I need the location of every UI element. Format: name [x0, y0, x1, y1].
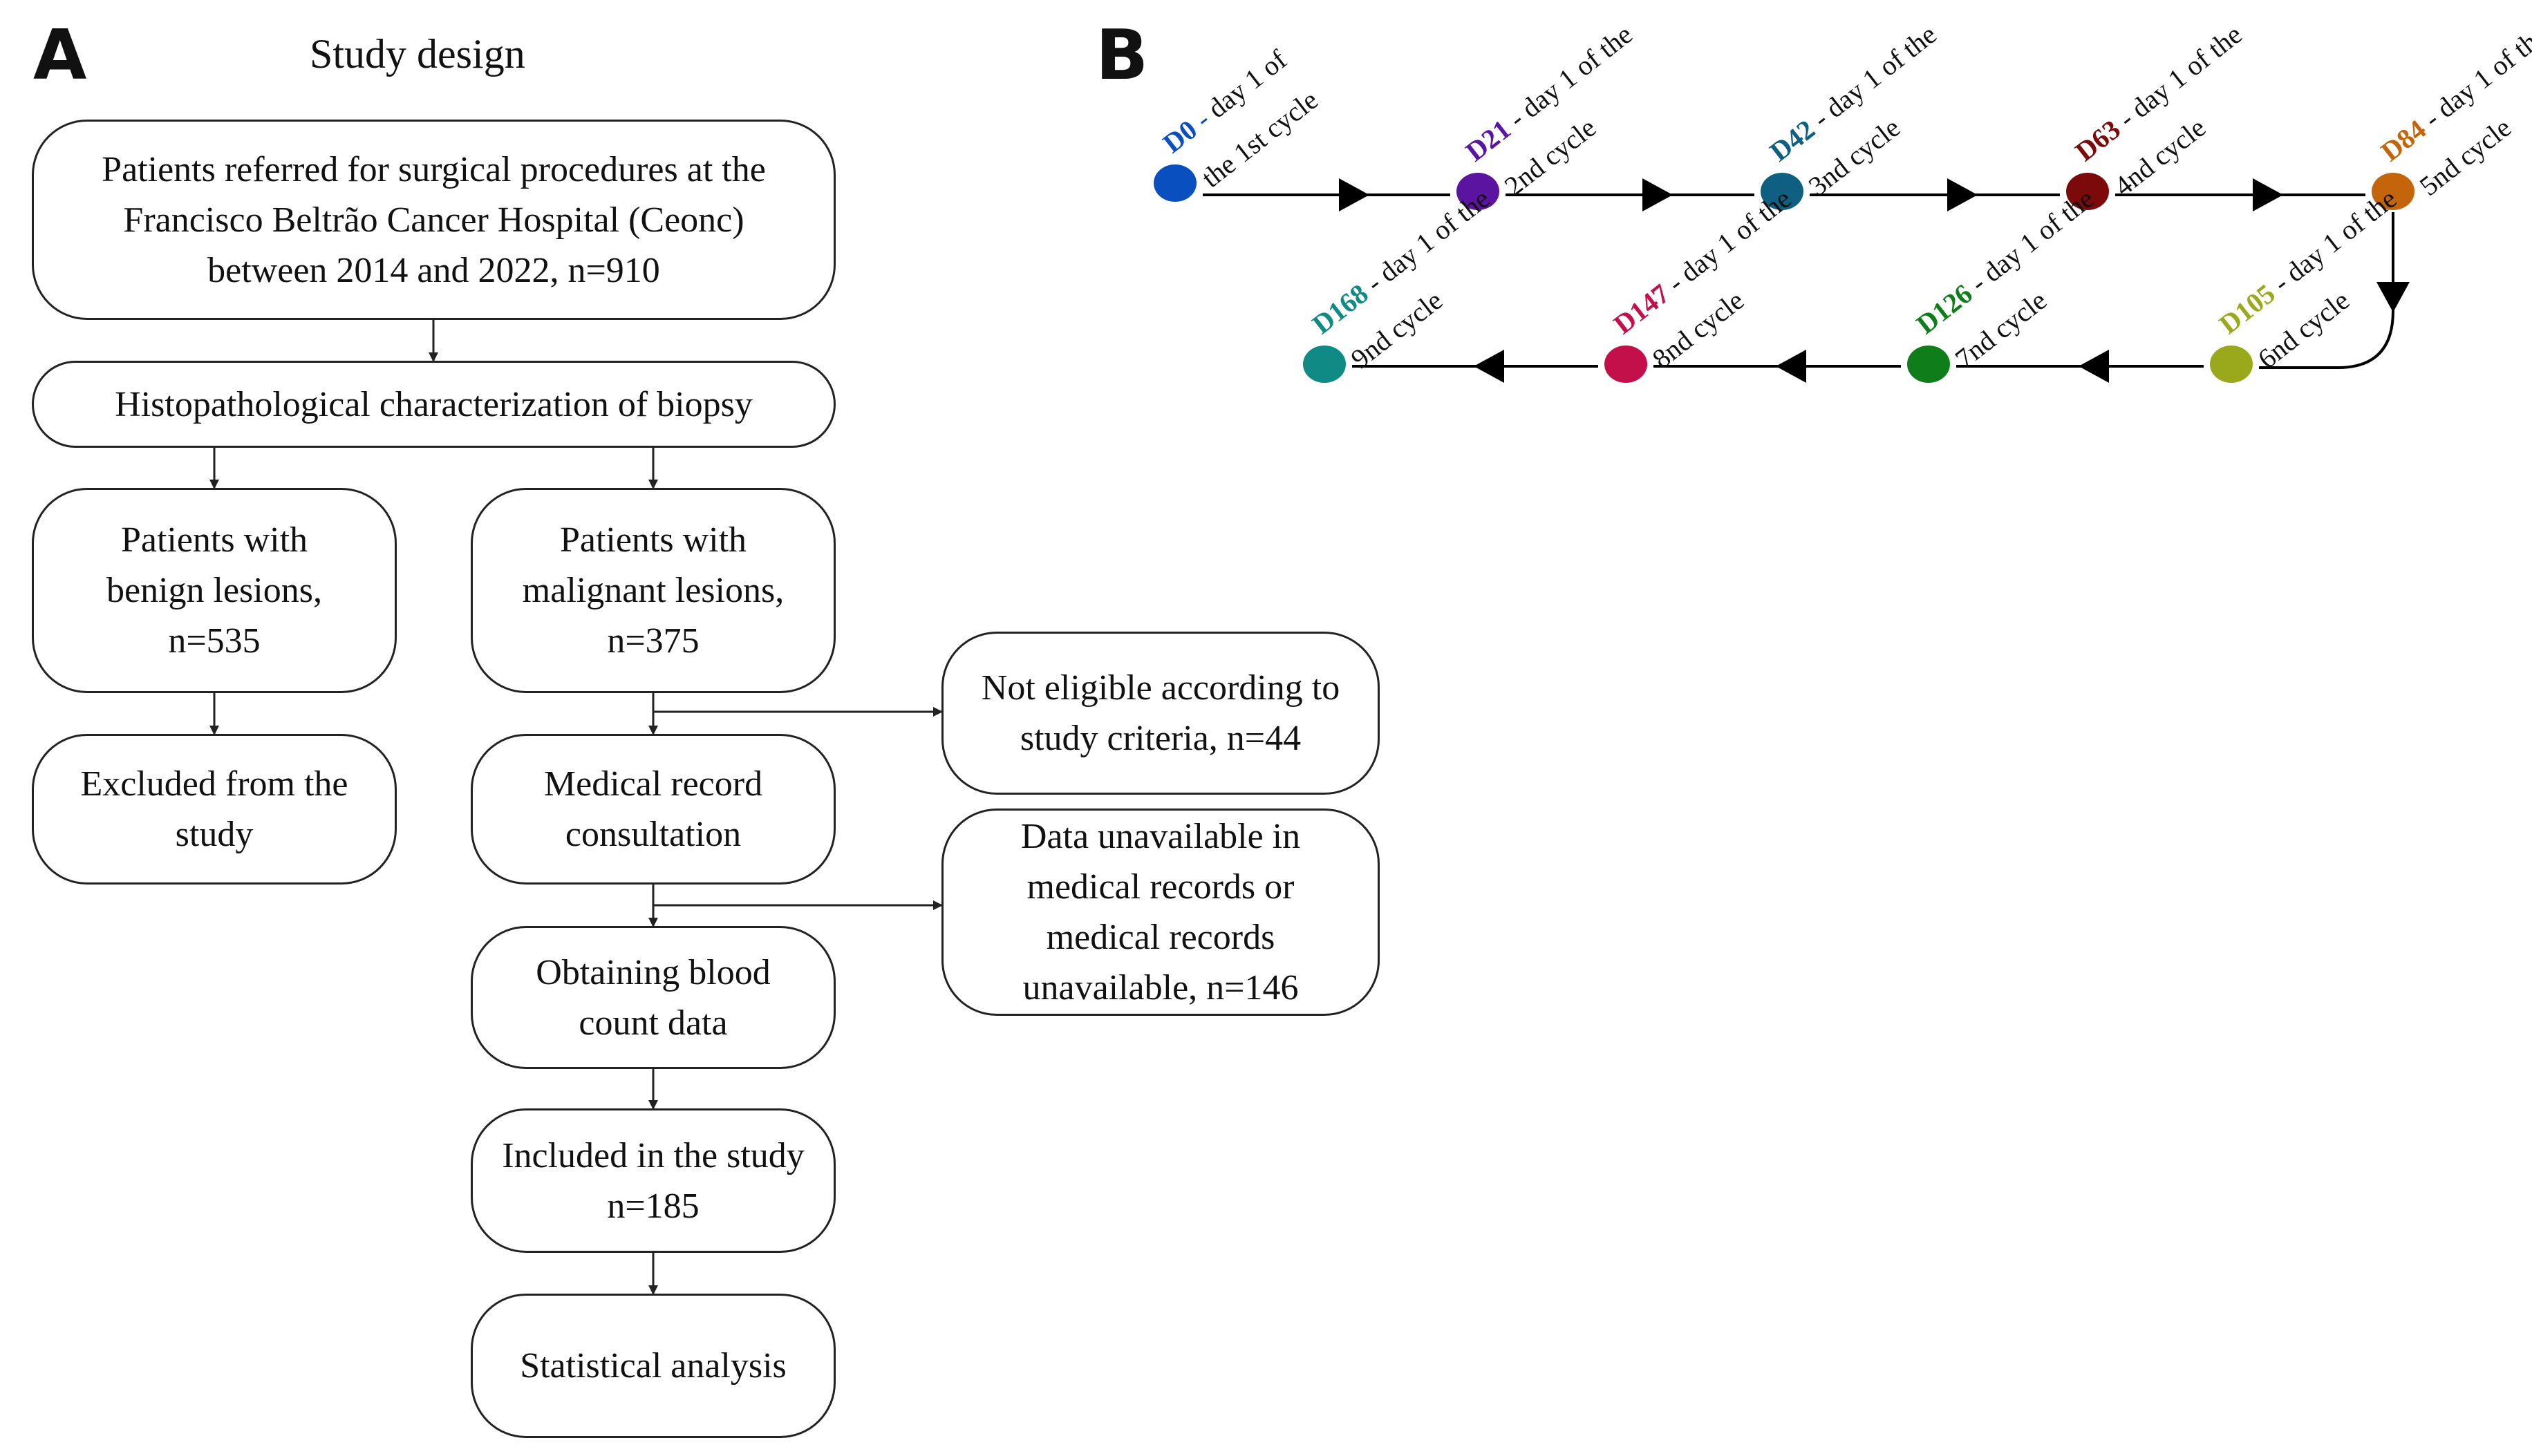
timeline-arrow-right	[1339, 178, 1369, 211]
timeline-node-d21	[1456, 173, 1499, 210]
box-referred-patients: Patients referred for surgical procedure…	[32, 120, 836, 320]
box-not-eligible-text: Not eligible according to study criteria…	[981, 668, 1340, 758]
timeline-line1: day 1 of the	[1819, 19, 1942, 124]
box-data-unavailable: Data unavailable in medical records or m…	[941, 809, 1380, 1016]
timeline-node-d84	[2372, 173, 2414, 210]
box-statistical-analysis: Statistical analysis	[471, 1294, 836, 1438]
timeline-arrow-left	[2079, 350, 2109, 383]
timeline-node-d126	[1907, 346, 1950, 383]
box-medical-record-text: Medical record consultation	[543, 764, 763, 854]
timeline-node-d42	[1761, 173, 1803, 210]
timeline-arrow-left	[1474, 350, 1504, 383]
timeline-label-d84: D84 - day 1 of the	[2375, 19, 2532, 167]
panel-a-letter: A	[33, 15, 87, 95]
box-blood-count-text: Obtaining blood count data	[536, 952, 771, 1043]
timeline-arrow-down	[2376, 282, 2410, 312]
box-blood-count: Obtaining blood count data	[471, 926, 836, 1069]
timeline-node-d0	[1154, 164, 1197, 202]
timeline-turn-connector	[2259, 212, 2394, 369]
panel-a-title: Study design	[310, 31, 525, 77]
box-histopathological: Histopathological characterization of bi…	[32, 361, 836, 448]
box-histopathological-text: Histopathological characterization of bi…	[115, 384, 753, 424]
box-included-text: Included in the study n=185	[502, 1135, 805, 1226]
timeline-line1: day 1 of the	[2280, 182, 2402, 287]
box-statistical-analysis-text: Statistical analysis	[520, 1346, 787, 1386]
box-excluded: Excluded from the study	[32, 734, 397, 885]
timeline-line1: day 1 of the	[1373, 182, 1495, 287]
timeline-node-d105	[2210, 346, 2253, 383]
timeline-line1: day 1 of the	[1515, 19, 1638, 124]
timeline-arrow-right	[1642, 178, 1673, 211]
box-benign-lesions-text: Patients with benign lesions, n=535	[106, 520, 322, 661]
box-benign-lesions: Patients with benign lesions, n=535	[32, 488, 397, 693]
timeline-node-d168	[1303, 346, 1346, 383]
box-malignant-lesions: Patients with malignant lesions, n=375	[471, 488, 836, 693]
box-malignant-lesions-text: Patients with malignant lesions, n=375	[522, 520, 785, 661]
timeline-line1: day 1 of the	[2430, 19, 2532, 124]
timeline-line1: day 1 of the	[1977, 182, 2099, 287]
timeline-line1: day 1 of the	[2125, 19, 2247, 124]
timeline-node-d147	[1604, 346, 1647, 383]
box-excluded-text: Excluded from the study	[80, 764, 348, 854]
timeline-node-d63	[2066, 173, 2109, 210]
timeline-arrow-left	[1776, 350, 1806, 383]
box-data-unavailable-text: Data unavailable in medical records or m…	[1020, 817, 1301, 1008]
box-included: Included in the study n=185	[471, 1108, 836, 1253]
box-referred-patients-text: Patients referred for surgical procedure…	[102, 149, 766, 290]
timeline-arrow-right	[2253, 178, 2283, 211]
timeline-arrow-right	[1947, 178, 1978, 211]
box-medical-record: Medical record consultation	[471, 734, 836, 885]
timeline-line1: day 1 of the	[1674, 182, 1797, 287]
panel-b-letter: B	[1096, 15, 1149, 95]
box-not-eligible: Not eligible according to study criteria…	[941, 632, 1380, 795]
